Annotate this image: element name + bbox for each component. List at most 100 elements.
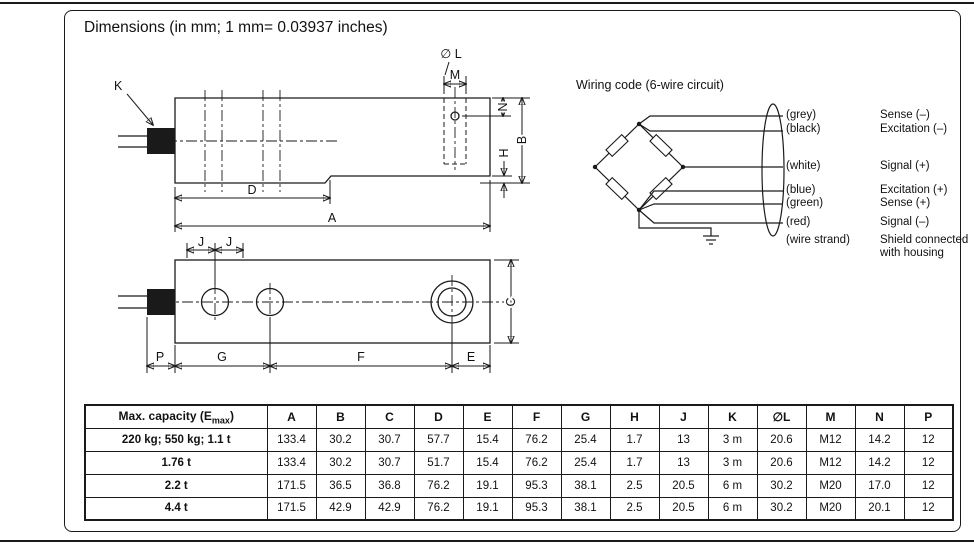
dim-label-g: G bbox=[217, 350, 227, 364]
content-frame bbox=[64, 10, 961, 532]
col-header-n: N bbox=[854, 404, 905, 429]
wire-black bbox=[638, 123, 783, 132]
value-cell: 38.1 bbox=[560, 473, 611, 498]
dim-label-c: C bbox=[504, 297, 518, 306]
page-top-rule bbox=[0, 2, 974, 4]
value-cell: 20.5 bbox=[658, 496, 709, 521]
bridge-circuit bbox=[592, 121, 686, 213]
dim-label-b: B bbox=[515, 136, 529, 144]
value-cell: 30.7 bbox=[364, 450, 415, 475]
value-cell: 12 bbox=[903, 473, 954, 498]
strain-gauge-4 bbox=[649, 176, 673, 201]
value-cell: 36.5 bbox=[315, 473, 366, 498]
wire-function-label: Sense (+) bbox=[880, 197, 931, 209]
value-cell: 76.2 bbox=[511, 450, 562, 475]
value-cell: 13 bbox=[658, 427, 709, 452]
ground-icon bbox=[703, 235, 719, 245]
value-cell: 20.1 bbox=[854, 496, 905, 521]
wire-function-label: Sense (–) bbox=[880, 109, 930, 121]
value-cell: 36.8 bbox=[364, 473, 415, 498]
value-cell: 51.7 bbox=[413, 450, 464, 475]
col-header-g: G bbox=[560, 404, 611, 429]
col-header-d: D bbox=[413, 404, 464, 429]
wire-color-label: (green) bbox=[786, 197, 824, 209]
value-cell: 19.1 bbox=[462, 496, 513, 521]
wire-function-label: Excitation (–) bbox=[880, 123, 948, 135]
wires bbox=[638, 115, 783, 236]
value-cell: 76.2 bbox=[511, 427, 562, 452]
wiring-section: Wiring code (6-wire circuit) bbox=[570, 78, 972, 298]
dimension-lines bbox=[126, 61, 530, 373]
col-header-a: A bbox=[266, 404, 317, 429]
value-cell: 30.2 bbox=[315, 427, 366, 452]
value-cell: 13 bbox=[658, 450, 709, 475]
value-cell: 171.5 bbox=[266, 473, 317, 498]
value-cell: 12 bbox=[903, 450, 954, 475]
value-cell: 42.9 bbox=[315, 496, 366, 521]
wire-grey bbox=[638, 115, 783, 125]
wire-blue bbox=[638, 190, 783, 211]
value-cell: 15.4 bbox=[462, 450, 513, 475]
dimension-drawing: K ∅ L M N B H D A J J C P G F E bbox=[114, 47, 531, 373]
wire-function-label: Signal (–) bbox=[880, 216, 930, 228]
value-cell: 30.2 bbox=[315, 450, 366, 475]
side-view bbox=[118, 97, 491, 184]
wire-function-label: Signal (+) bbox=[880, 160, 930, 172]
value-cell: 14.2 bbox=[854, 450, 905, 475]
value-cell: 20.5 bbox=[658, 473, 709, 498]
value-cell: 30.2 bbox=[756, 496, 807, 521]
value-cell: 2.5 bbox=[609, 473, 660, 498]
top-view-outline bbox=[174, 259, 491, 344]
dim-label-j1: J bbox=[198, 235, 204, 249]
capacity-cell: 1.76 t bbox=[84, 450, 268, 475]
wire-color-label: (blue) bbox=[786, 184, 816, 196]
wire-color-label: (wire strand) bbox=[786, 234, 850, 246]
side-view-outline bbox=[174, 97, 491, 184]
col-header-p: P bbox=[903, 404, 954, 429]
dim-label-p: P bbox=[156, 350, 164, 364]
wire-red bbox=[638, 209, 783, 224]
value-cell: 6 m bbox=[707, 473, 758, 498]
top-view bbox=[118, 259, 491, 344]
dim-label-e: E bbox=[467, 350, 475, 364]
value-cell: 95.3 bbox=[511, 496, 562, 521]
dim-label-a: A bbox=[328, 211, 337, 225]
dim-label-h: H bbox=[497, 148, 511, 157]
strain-gauge-3 bbox=[605, 176, 629, 201]
dim-label-m: M bbox=[450, 68, 460, 82]
wire-color-label: (grey) bbox=[786, 109, 817, 121]
wire-green bbox=[638, 203, 783, 211]
value-cell: 133.4 bbox=[266, 427, 317, 452]
value-cell: 42.9 bbox=[364, 496, 415, 521]
col-header-c: C bbox=[364, 404, 415, 429]
col-header-dia-l: ∅L bbox=[756, 404, 807, 429]
col-header-h: H bbox=[609, 404, 660, 429]
value-cell: 30.2 bbox=[756, 473, 807, 498]
value-cell: 133.4 bbox=[266, 450, 317, 475]
value-cell: 20.6 bbox=[756, 427, 807, 452]
dim-label-j2: J bbox=[226, 235, 232, 249]
value-cell: 1.7 bbox=[609, 450, 660, 475]
col-header-e: E bbox=[462, 404, 513, 429]
wiring-title: Wiring code (6-wire circuit) bbox=[576, 78, 724, 92]
col-header-b: B bbox=[315, 404, 366, 429]
value-cell: M12 bbox=[805, 427, 856, 452]
dimension-labels: K ∅ L M N B H D A J J C P G F E bbox=[114, 47, 531, 364]
value-cell: 19.1 bbox=[462, 473, 513, 498]
value-cell: 15.4 bbox=[462, 427, 513, 452]
value-cell: 30.7 bbox=[364, 427, 415, 452]
value-cell: 57.7 bbox=[413, 427, 464, 452]
value-cell: 6 m bbox=[707, 496, 758, 521]
value-cell: M12 bbox=[805, 450, 856, 475]
value-cell: 171.5 bbox=[266, 496, 317, 521]
wire-function-label: Excitation (+) bbox=[880, 184, 948, 196]
col-header-capacity: Max. capacity (Emax) bbox=[84, 404, 268, 429]
